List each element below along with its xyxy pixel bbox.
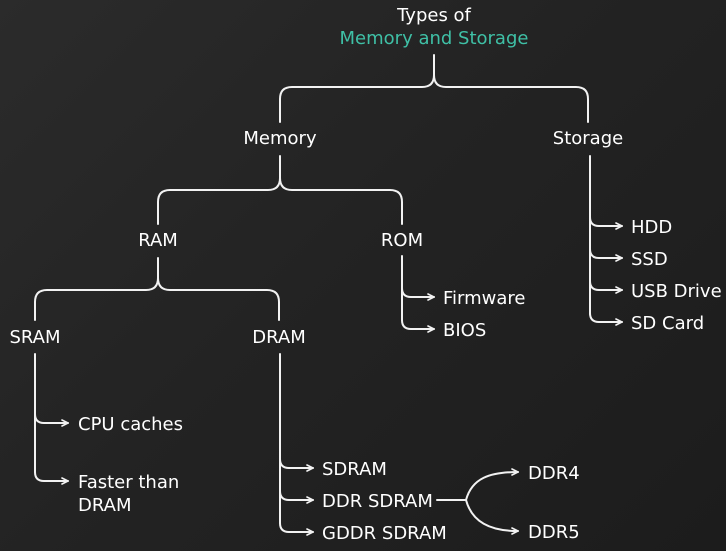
node-hdd: HDD — [631, 217, 672, 238]
storage-to-sdcard — [589, 312, 623, 326]
node-sd-card: SD Card — [631, 313, 704, 334]
storage-to-usb — [589, 280, 623, 294]
dram-to-sdram — [279, 458, 314, 472]
title-line1: Types of — [396, 5, 471, 26]
memory-brace — [157, 155, 403, 225]
node-ram: RAM — [138, 230, 178, 251]
title-brace — [279, 54, 589, 123]
ddr-to-ddr5 — [465, 499, 519, 535]
node-dram: DRAM — [252, 327, 305, 348]
node-rom: ROM — [381, 230, 423, 251]
node-faster-than-line1: Faster than — [78, 472, 179, 493]
sram-to-faster — [34, 471, 69, 485]
node-ssd: SSD — [631, 249, 668, 270]
ram-brace — [34, 257, 280, 321]
storage-to-hdd — [589, 216, 623, 230]
sram-to-cpu-caches — [34, 413, 69, 427]
node-faster-than-line2: DRAM — [78, 495, 131, 516]
labels: Types of Memory and Storage Memory Stora… — [9, 5, 721, 544]
node-ddr5: DDR5 — [528, 522, 580, 543]
node-storage: Storage — [553, 128, 623, 149]
node-memory: Memory — [243, 128, 317, 149]
node-gddr-sdram: GDDR SDRAM — [322, 523, 447, 544]
dram-to-gddr-sdram — [279, 522, 314, 536]
connectors — [34, 54, 623, 536]
node-sdram: SDRAM — [322, 459, 387, 480]
rom-to-bios — [401, 319, 435, 333]
title-line2: Memory and Storage — [340, 28, 529, 49]
node-ddr4: DDR4 — [528, 463, 580, 484]
ddr-to-ddr4 — [465, 468, 519, 501]
rom-to-firmware — [401, 287, 435, 301]
node-firmware: Firmware — [443, 288, 526, 309]
node-sram: SRAM — [9, 327, 60, 348]
dram-to-ddr-sdram — [279, 490, 314, 504]
node-cpu-caches: CPU caches — [78, 414, 183, 435]
node-ddr-sdram: DDR SDRAM — [322, 491, 433, 512]
storage-to-ssd — [589, 248, 623, 262]
node-bios: BIOS — [443, 320, 486, 341]
node-usb-drive: USB Drive — [631, 281, 722, 302]
